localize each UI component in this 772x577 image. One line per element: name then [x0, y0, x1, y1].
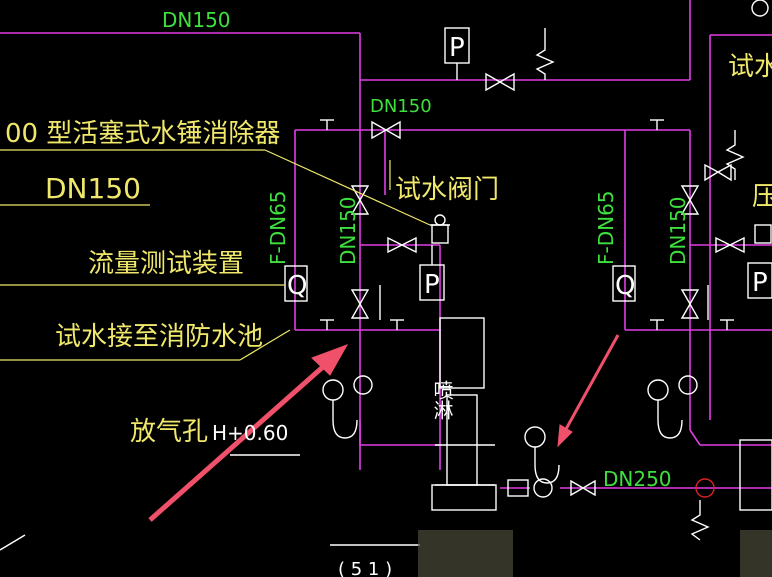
- pipe-marker-icon: [695, 478, 715, 498]
- p-symbol-top: P: [449, 33, 465, 63]
- f-dn65-right-label: F-DN65: [594, 190, 618, 265]
- q-symbol-right: Q: [615, 271, 635, 301]
- bottom-ref-label: ( 5 1 ): [338, 559, 392, 577]
- dn250-label: DN250: [603, 467, 672, 491]
- test-to-pool-label: 试水接至消防水池: [55, 322, 263, 352]
- pipe-network: [0, 0, 772, 489]
- dn150-small-label: DN150: [370, 96, 432, 117]
- pump-label: 喷淋: [430, 380, 454, 420]
- equipment-symbols: [0, 27, 772, 551]
- elevation-label: H+0.60: [212, 421, 288, 445]
- foundation-right: [740, 530, 772, 577]
- leader-lines: [0, 149, 431, 361]
- foundation-left: [418, 530, 513, 577]
- dn150-vert-left-label: DN150: [336, 196, 360, 265]
- vent-hole-label: 放气孔: [130, 417, 208, 447]
- p-symbol-right: P: [752, 268, 768, 298]
- piston-arrester-label: 00 型活塞式水锤消除器: [5, 119, 280, 149]
- top-clip-icon: [751, 0, 769, 17]
- flow-test-label: 流量测试装置: [88, 249, 244, 279]
- test-valve-label: 试水阀门: [395, 175, 499, 205]
- test-right-clip-label: 试水: [728, 52, 772, 82]
- q-symbol-left: Q: [287, 271, 307, 301]
- dn150-yellow-label: DN150: [45, 172, 141, 205]
- press-right-clip-label: 压: [752, 182, 772, 212]
- p-symbol-mid: P: [424, 270, 440, 300]
- f-dn65-left-label: F-DN65: [266, 190, 290, 265]
- dn150-vert-right-label: DN150: [666, 196, 690, 265]
- annotation-arrows: [148, 334, 620, 522]
- top-dn150-label: DN150: [162, 8, 231, 32]
